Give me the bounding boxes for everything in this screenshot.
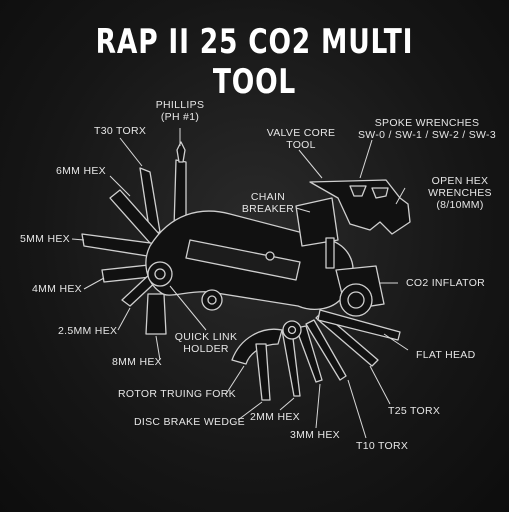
label-phillips: PHILLIPS (PH #1) xyxy=(155,99,205,123)
label-4mm-hex: 4MM HEX xyxy=(32,283,82,295)
label-2mm-hex: 2MM HEX xyxy=(250,411,300,423)
label-t25-torx: T25 TORX xyxy=(388,405,441,417)
label-t10-torx: T10 TORX xyxy=(356,440,409,452)
label-t30-torx: T30 TORX xyxy=(94,125,147,137)
label-5mm-hex: 5MM HEX xyxy=(20,233,70,245)
label-open-hex-wrenches: OPEN HEX WRENCHES (8/10MM) xyxy=(428,175,492,211)
diagram-title: RAP II 25 CO2 MULTI TOOL xyxy=(95,22,414,102)
label-disc-brake-wedge: DISC BRAKE WEDGE xyxy=(134,416,245,428)
label-spoke-wrenches: SPOKE WRENCHES SW-0 / SW-1 / SW-2 / SW-3 xyxy=(358,117,496,141)
label-co2-inflator: CO2 INFLATOR xyxy=(406,277,486,289)
label-8mm-hex: 8MM HEX xyxy=(112,356,162,368)
label-valve-core-tool: VALVE CORE TOOL xyxy=(266,127,336,151)
label-3mm-hex: 3MM HEX xyxy=(290,429,340,441)
label-flat-head: FLAT HEAD xyxy=(416,349,476,361)
label-quick-link-holder: QUICK LINK HOLDER xyxy=(174,331,238,355)
label-6mm-hex: 6MM HEX xyxy=(56,165,106,177)
label-2-5mm-hex: 2.5MM HEX xyxy=(58,325,118,337)
label-rotor-truing-fork: ROTOR TRUING FORK xyxy=(118,388,236,400)
label-chain-breaker: CHAIN BREAKER xyxy=(241,191,295,215)
